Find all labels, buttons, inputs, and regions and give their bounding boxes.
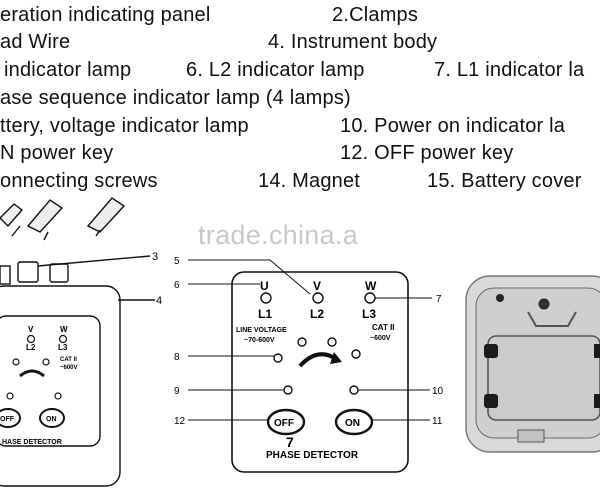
sequence-lamp-4 [351, 349, 361, 359]
callout-7: 7 [436, 294, 442, 305]
legend-item-3: ad Wire [0, 31, 71, 53]
callout-9: 9 [174, 386, 180, 397]
left-device-illustration: 3 4 V W L2 L3 CAT II ~600V HASE DETECTOR… [0, 197, 162, 487]
callout-6: 6 [174, 280, 180, 291]
l2-label: L2 [310, 307, 324, 321]
center-panel-illustration: U V W L1 L2 L3 LINE VOLTAGE ~70-600V CAT… [174, 256, 444, 473]
legend-item-5: indicator lamp [4, 59, 132, 81]
callout-11: 11 [432, 416, 443, 427]
legend-item-10: 10. Power on indicator la [340, 115, 566, 137]
sequence-lamp-3 [327, 337, 337, 347]
legend-item-13: onnecting screws [0, 170, 158, 192]
left-l3-label: L3 [58, 343, 68, 352]
left-off-label: OFF [0, 416, 15, 423]
left-on-button [39, 408, 65, 428]
phase-w-letter: W [365, 279, 377, 293]
legend-item-2: 2.Clamps [332, 4, 419, 26]
callout-10: 10 [432, 386, 444, 397]
legend-item-15: 15. Battery cover [427, 170, 582, 192]
phase-v-letter: V [313, 279, 321, 293]
l1-indicator-lamp [260, 292, 272, 304]
phase-detector-label: PHASE DETECTOR [266, 450, 359, 461]
left-lead-label: 3 [152, 251, 158, 263]
voltage-range-label: ~70-600V [244, 337, 275, 344]
left-w-letter: W [60, 325, 68, 334]
on-power-key [334, 408, 374, 436]
left-panel-name: HASE DETECTOR [2, 439, 62, 446]
legend-item-7: 7. L1 indicator la [434, 59, 585, 81]
left-cat-voltage: ~600V [60, 365, 78, 371]
left-cat-label: CAT II [60, 357, 77, 363]
left-l2-label: L2 [26, 343, 36, 352]
sequence-lamp-2 [297, 337, 307, 347]
left-v-letter: V [28, 325, 34, 334]
legend-item-6: 6. L2 indicator lamp [186, 59, 365, 81]
callout-5: 5 [174, 256, 180, 267]
legend-item-4: 4. Instrument body [268, 31, 438, 53]
panel-mark: 7 [286, 434, 294, 450]
l1-label: L1 [258, 307, 272, 321]
left-body-label: 4 [156, 295, 162, 307]
left-on-label: ON [46, 416, 57, 423]
callout-8: 8 [174, 352, 180, 363]
legend-item-12: 12. OFF power key [340, 142, 514, 164]
cat-voltage-label: ~600V [370, 335, 391, 342]
legend-item-9: ttery, voltage indicator lamp [0, 115, 249, 137]
off-power-key [266, 408, 306, 436]
l2-indicator-lamp [312, 292, 324, 304]
l3-indicator-lamp [364, 292, 376, 304]
phase-u-letter: U [260, 279, 269, 293]
on-key-label: ON [345, 418, 360, 429]
cat-rating-label: CAT II [372, 323, 395, 332]
battery-voltage-lamp [283, 385, 293, 395]
off-key-label: OFF [274, 418, 294, 429]
legend-item-11: N power key [0, 142, 114, 164]
callout-12: 12 [174, 416, 186, 427]
line-voltage-label: LINE VOLTAGE [236, 327, 287, 334]
screw-icon [496, 294, 504, 302]
l3-label: L3 [362, 307, 376, 321]
sequence-lamp-1 [273, 353, 283, 363]
legend-item-1: eration indicating panel [0, 4, 211, 26]
back-view-illustration [465, 275, 600, 453]
legend-item-14: 14. Magnet [258, 170, 361, 192]
watermark: trade.china.a [198, 220, 359, 250]
legend-item-8: ase sequence indicator lamp (4 lamps) [0, 87, 351, 109]
power-on-lamp [349, 385, 359, 395]
screw-icon [538, 298, 550, 310]
left-off-button [0, 408, 21, 428]
